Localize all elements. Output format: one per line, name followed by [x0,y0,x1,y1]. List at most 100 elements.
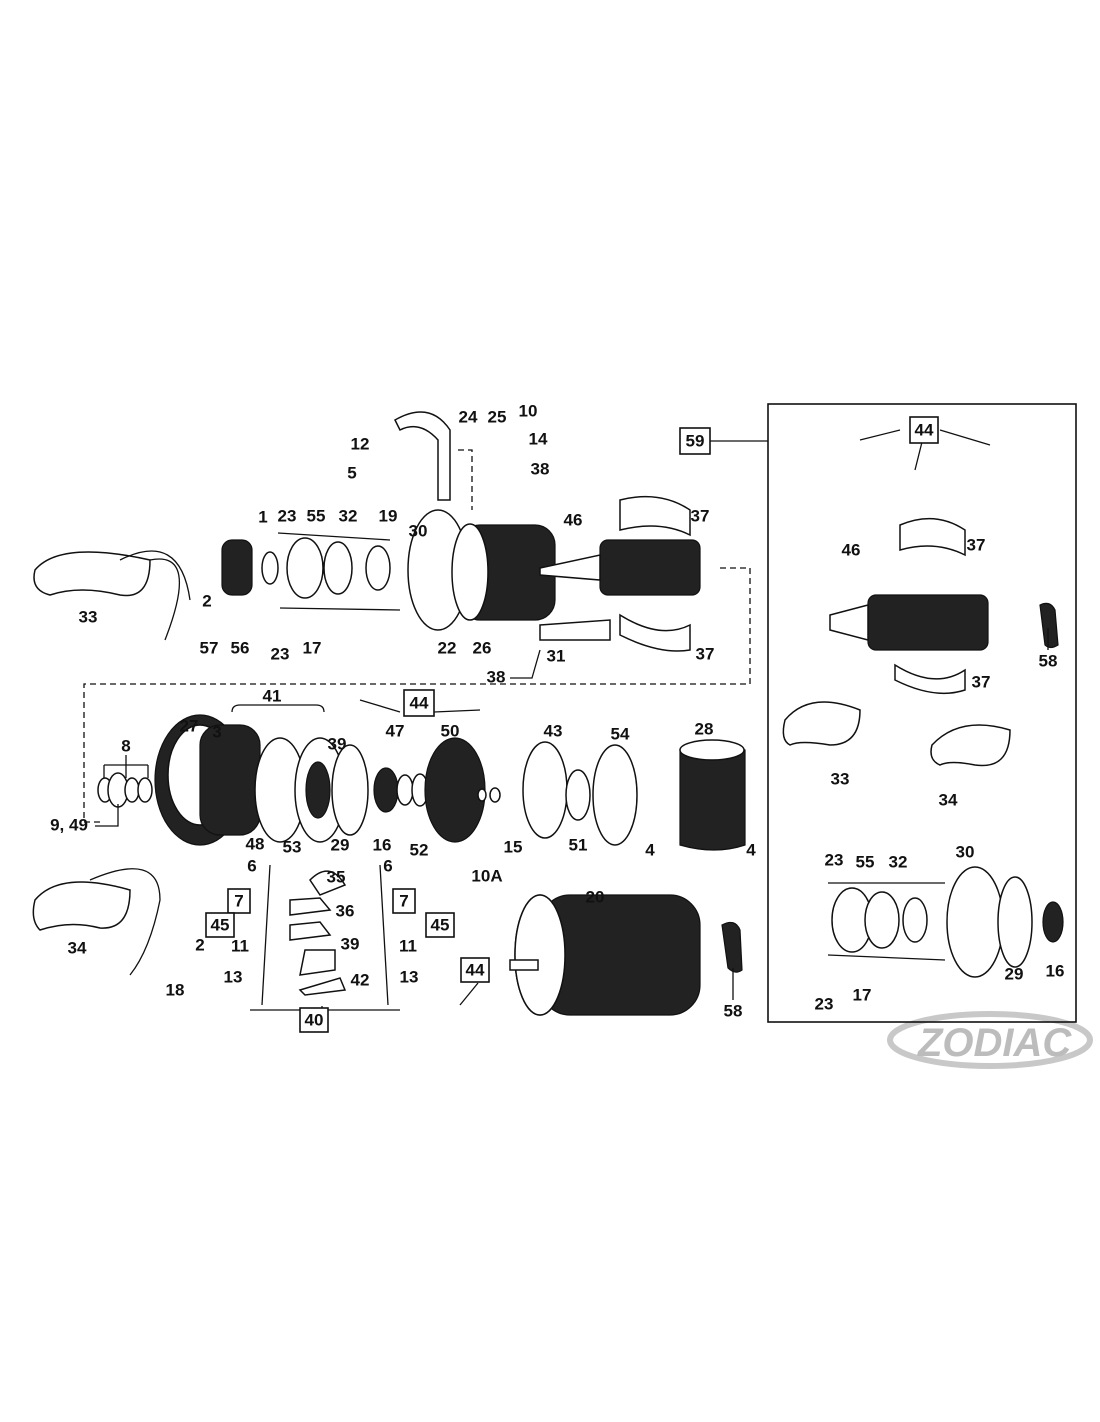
callout: 57 [200,638,219,657]
callout: 5 [347,463,356,482]
callout: 33 [831,769,850,788]
callout: 48 [246,834,265,853]
callout: 33 [79,607,98,626]
callout: 32 [889,852,908,871]
callout: 32 [339,506,358,525]
callout: 26 [473,638,492,657]
callout: 42 [351,970,370,989]
callout: 34 [68,938,87,957]
callout: 16 [1046,961,1065,980]
callout: 11 [399,936,417,955]
boxed-callout: 40 [299,1007,329,1033]
boxed-callouts: 44 7 7 45 45 40 44 44 [205,416,939,1033]
svg-text:59: 59 [686,431,705,450]
callout: 46 [564,510,583,529]
callout: 23 [271,644,290,663]
callout: 52 [410,840,429,859]
boxed-callout: 44 [460,957,490,983]
callout: 46 [842,540,861,559]
callout: 11 [231,936,249,955]
callout: 24 [459,407,478,426]
callout-labels: 24 25 10 12 14 5 38 1 23 55 32 19 30 46 … [50,401,1064,1020]
callout: 23 [825,850,844,869]
callout: 9, 49 [50,815,88,834]
callout: 41 [263,686,282,705]
boxed-callout: 45 [205,912,235,938]
callout: 17 [303,638,322,657]
callout: 28 [695,719,714,738]
callout: 43 [544,721,563,740]
callout: 20 [586,887,605,906]
callout: 25 [488,407,507,426]
callout: 37 [696,644,715,663]
callout: 13 [400,967,419,986]
callout: 47 [386,721,405,740]
callout: 31 [547,646,566,665]
parts [32,411,1064,1016]
callout: 12 [351,434,370,453]
callout: 4 [746,840,756,859]
callout: 39 [328,734,347,753]
callout: 38 [487,667,506,686]
callout: 30 [956,842,975,861]
callout: 37 [972,672,991,691]
callout: 14 [529,429,548,448]
svg-text:40: 40 [305,1010,324,1029]
callout: 39 [341,934,360,953]
callout: 13 [224,967,243,986]
callout: 22 [438,638,457,657]
callout: 2 [202,591,211,610]
boxed-callout: 45 [425,912,455,938]
callout: 10 [519,401,538,420]
callout: 38 [531,459,550,478]
callout: 4 [645,840,655,859]
callout: 37 [967,535,986,554]
callout: 55 [856,852,875,871]
callout: 36 [336,901,355,920]
callout: 23 [278,506,297,525]
callout: 54 [611,724,630,743]
callout: 23 [815,994,834,1013]
svg-text:44: 44 [915,420,934,439]
callout: 51 [569,835,588,854]
svg-text:45: 45 [431,915,450,934]
callout: 27 [180,716,199,735]
boxed-callout: 7 [392,888,416,914]
callout: 50 [441,721,460,740]
callout: 10A [471,866,502,885]
svg-text:44: 44 [410,693,429,712]
boxed-callout: 7 [227,888,251,914]
svg-text:7: 7 [234,891,243,910]
callout: 16 [373,835,392,854]
svg-text:7: 7 [399,891,408,910]
callout: 8 [121,736,130,755]
callout: 58 [1039,651,1058,670]
callout: 1 [258,507,267,526]
callout: 34 [939,790,958,809]
callout: 2 [195,935,204,954]
svg-text:ZODIAC: ZODIAC [917,1021,1072,1065]
kit-59-box: 59 [679,427,711,455]
callout: 29 [331,835,350,854]
zodiac-logo: ZODIAC [887,1011,1093,1069]
callout: 18 [166,980,185,999]
callout: 6 [383,856,392,875]
callout: 15 [504,837,523,856]
callout: 29 [1005,964,1024,983]
callout: 35 [327,867,346,886]
callout: 37 [691,506,710,525]
callout: 17 [853,985,872,1004]
callout: 55 [307,506,326,525]
callout: 30 [409,521,428,540]
kit-59-frame [767,403,1077,1023]
callout: 53 [283,837,302,856]
callout: 56 [231,638,250,657]
svg-text:44: 44 [466,960,485,979]
boxed-callout: 44 [403,689,435,717]
callout: 6 [247,856,256,875]
callout: 3 [212,722,221,741]
callout: 19 [379,506,398,525]
callout: 58 [724,1001,743,1020]
svg-text:45: 45 [211,915,230,934]
